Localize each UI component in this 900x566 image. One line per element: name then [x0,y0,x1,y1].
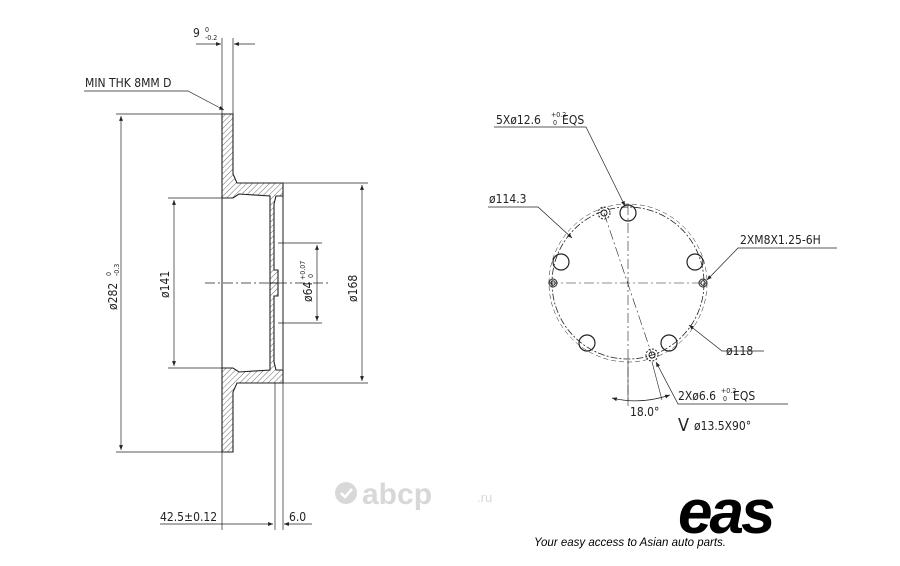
pin-holes-tol-upper: +0.2 [721,387,736,395]
bolt-holes-tol-upper: +0.2 [551,111,566,119]
watermark-name: abcp [362,478,432,511]
front-angle-line [603,212,653,356]
thread-label: 2XM8X1.25-6H [740,233,821,247]
hat-depth-label: 6.0 [289,510,306,524]
pin-holes-tol-lower: 0 [723,395,727,403]
bolt-holes-tol-lower: 0 [553,119,557,127]
watermark-logo-icon [335,482,357,504]
thread-leader [706,247,837,281]
side-view-labels: 9 0 -0.2 MIN THK 8MM D ø282 0 -0.3 ø141 … [85,26,360,524]
watermark-suffix: .ru [477,490,492,505]
pin-holes-label: 2Xø6.6 [678,389,716,403]
center-bore-label: ø64 [301,282,315,302]
center-bore-tol-lower: 0 [307,274,315,278]
bolt-holes-leader [494,126,626,207]
front-view-labels: 5Xø12.6 +0.2 0 EQS ø114.3 2XM8X1.25-6H ø… [489,111,821,436]
offset-label: 42.5±0.12 [160,510,217,524]
side-section-view [84,38,368,530]
pcd-leader [488,206,573,239]
bolt-hole-5 [686,253,704,271]
countersink-symbol: V [678,415,689,436]
bolt-holes-label: 5Xø12.6 [496,113,541,127]
thread-hole-1 [548,278,558,288]
rotor-section-top [221,113,284,284]
center-bore-tol-upper: +0.07 [299,261,307,280]
pin-holes-suffix: EQS [733,389,755,403]
brand-tagline: Your easy access to Asian auto parts. [534,537,726,549]
angle-label: 18.0° [630,405,659,419]
watermark: abcp .ru [335,478,492,511]
bolt-hole-3 [578,334,596,352]
brand-logo: eas [678,478,774,547]
pin-hole-1 [597,206,611,220]
min-thk-leader [84,90,225,111]
rotor-section-bottom [221,282,284,453]
pin-hole-2 [645,348,659,362]
min-thickness-label: MIN THK 8MM D [85,76,171,90]
thread-hole-1-inner [550,280,556,286]
bolt-holes-suffix: EQS [562,113,584,127]
outer-diameter-tol-lower: -0.3 [113,264,121,276]
pin-hole-2-inner [648,351,656,359]
outer-diameter-label: ø282 [106,283,120,310]
front-view [488,126,837,406]
bolt-hole-2 [552,253,570,271]
thread-hole-2 [698,278,708,288]
thread-hole-2-inner [700,280,706,286]
thickness-tol-upper: 0 [205,26,209,34]
pin-hole-1-inner [600,209,608,217]
thickness-tol-lower: -0.2 [205,34,217,42]
bolt-hole-1 [619,204,637,222]
thickness-label: 9 [193,26,200,40]
bolt-hole-4 [660,334,678,352]
outer-diameter-tol-upper: 0 [105,272,113,276]
hat-diameter-label: ø141 [158,271,172,298]
angle-ext-2 [651,361,663,401]
angle-arc [611,394,671,402]
circle-118-leader [688,324,764,352]
brand: eas Your easy access to Asian auto parts… [534,478,777,549]
circle-118-label: ø118 [726,344,753,358]
pcd-label: ø114.3 [489,192,527,206]
hat-outer-label: ø168 [346,275,360,302]
countersink-label: ø13.5X90° [694,419,751,433]
pin-holes-leader [655,361,788,405]
